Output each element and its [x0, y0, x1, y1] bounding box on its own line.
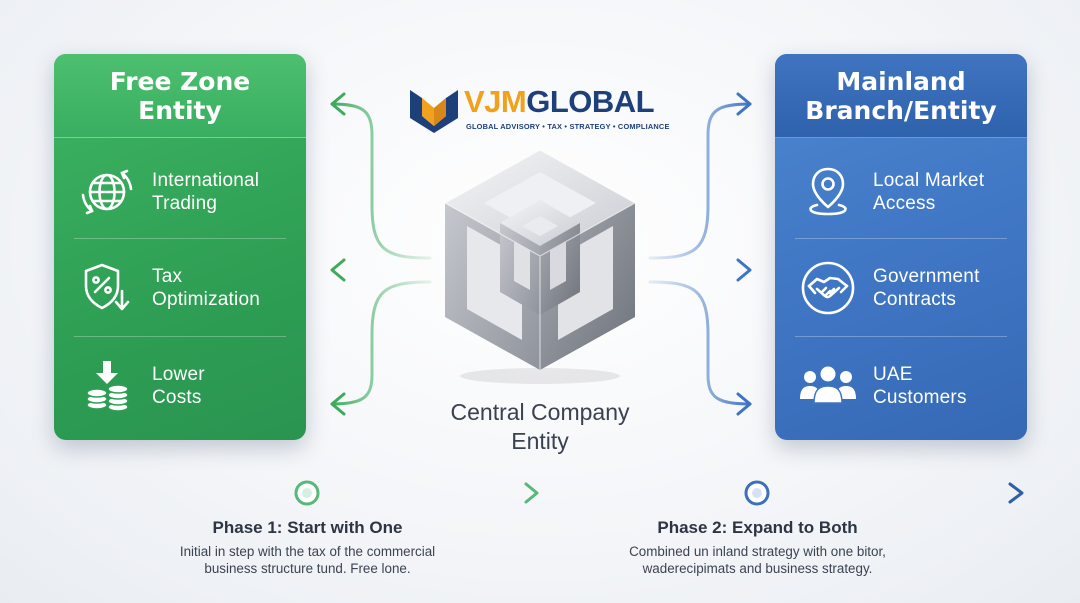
right-flow-arrows [648, 102, 752, 406]
phase-1-marker [294, 480, 320, 506]
divider [74, 238, 286, 239]
divider [795, 336, 1007, 337]
free-zone-title: Free Zone Entity [54, 54, 306, 138]
handshake-icon [797, 257, 859, 319]
feature-government-contracts: Government Contracts [793, 240, 1009, 336]
brand-name: VJMGLOBAL [464, 84, 655, 119]
feature-international-trading: International Trading [72, 144, 288, 240]
location-pin-icon [797, 161, 859, 223]
brand-tagline: GLOBAL ADVISORY • TAX • STRATEGY • COMPL… [466, 122, 670, 131]
feature-lower-costs: Lower Costs [72, 338, 288, 434]
feature-label: International Trading [152, 170, 260, 214]
mainland-card: Mainland Branch/Entity Local Market Acce… [775, 54, 1027, 440]
feature-label: Tax Optimization [152, 266, 260, 310]
mainland-title: Mainland Branch/Entity [775, 54, 1027, 138]
feature-label: UAE Customers [873, 364, 967, 408]
people-group-icon [797, 355, 859, 417]
vjm-shield-icon [410, 90, 458, 133]
divider [74, 336, 286, 337]
central-entity-label: Central Company Entity [450, 399, 630, 454]
left-flow-arrows [330, 102, 432, 406]
feature-label: Government Contracts [873, 266, 980, 310]
divider [795, 238, 1007, 239]
phase-2-title: Phase 2: Expand to Both [657, 518, 858, 537]
vjm-global-logo: VJMGLOBAL GLOBAL ADVISORY • TAX • STRATE… [408, 84, 678, 134]
feature-tax-optimization: Tax Optimization [72, 240, 288, 336]
phase-2-marker [744, 480, 770, 506]
phase-1-description: Initial in step with the tax of the comm… [179, 544, 436, 576]
phase-2-description: Combined un inland strategy with one bit… [629, 544, 886, 576]
free-zone-card: Free Zone Entity International Trading [54, 54, 306, 440]
tax-shield-icon [76, 257, 138, 319]
feature-local-market-access: Local Market Access [793, 144, 1009, 240]
feature-uae-customers: UAE Customers [793, 338, 1009, 434]
phase-1-title: Phase 1: Start with One [212, 518, 403, 537]
feature-label: Lower Costs [152, 364, 205, 408]
globe-arrows-icon [76, 161, 138, 223]
phase-timeline [56, 480, 1024, 506]
coin-stack-icon [76, 355, 138, 417]
feature-label: Local Market Access [873, 170, 985, 214]
impossible-cube-icon [443, 149, 637, 384]
